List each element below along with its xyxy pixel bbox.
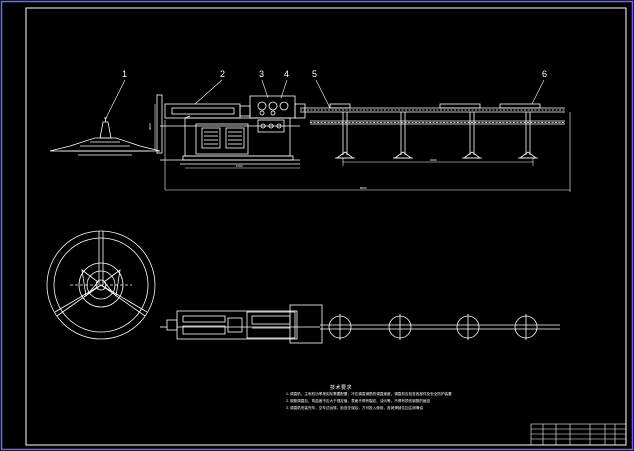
- notes-line-2: 2. 钢筋调直后，弯曲度不应大于规定值，表面不得有裂纹、油污等，不得有损伤钢筋的…: [286, 399, 431, 403]
- callout-2: 2: [220, 69, 226, 79]
- notes-line-1: 1. 调直机，主电机功率按实际需要配置，冷拉调直钢筋的调直速度，调直前应检查各部…: [286, 392, 452, 396]
- title-block: [530, 423, 627, 446]
- callout-leaders: [105, 79, 545, 119]
- callout-1: 1: [122, 69, 128, 79]
- dimension-lines: [154, 104, 571, 192]
- inner-frame: [25, 7, 627, 446]
- callout-6: 6: [542, 69, 548, 79]
- technical-notes: 技术要求 1. 调直机，主电机功率按实际需要配置，冷拉调直钢筋的调直速度，调直前…: [286, 384, 452, 412]
- payoff-stand-plan: [46, 230, 156, 340]
- notes-line-3: 3. 调直机安装完毕，空车试运转，检查无误后，方可投入使用，各润滑部位加注润滑油: [286, 406, 423, 410]
- dimension-text-1: 1000: [236, 164, 243, 168]
- callout-3: 3: [259, 69, 265, 79]
- dimension-text-2: 3000: [430, 158, 437, 162]
- receiving-rack-plan: [320, 314, 560, 340]
- dimension-text-3: 8000: [360, 186, 367, 190]
- dimension-text-4: 9000: [148, 123, 152, 130]
- callout-5: 5: [312, 69, 318, 79]
- straightener-body-elevation: [156, 94, 306, 165]
- callout-4: 4: [284, 69, 290, 79]
- receiving-rack-elevation: [300, 103, 565, 159]
- notes-title: 技术要求: [329, 385, 352, 391]
- straightener-body-plan: [160, 304, 323, 344]
- payoff-stand-elevation: [49, 117, 161, 156]
